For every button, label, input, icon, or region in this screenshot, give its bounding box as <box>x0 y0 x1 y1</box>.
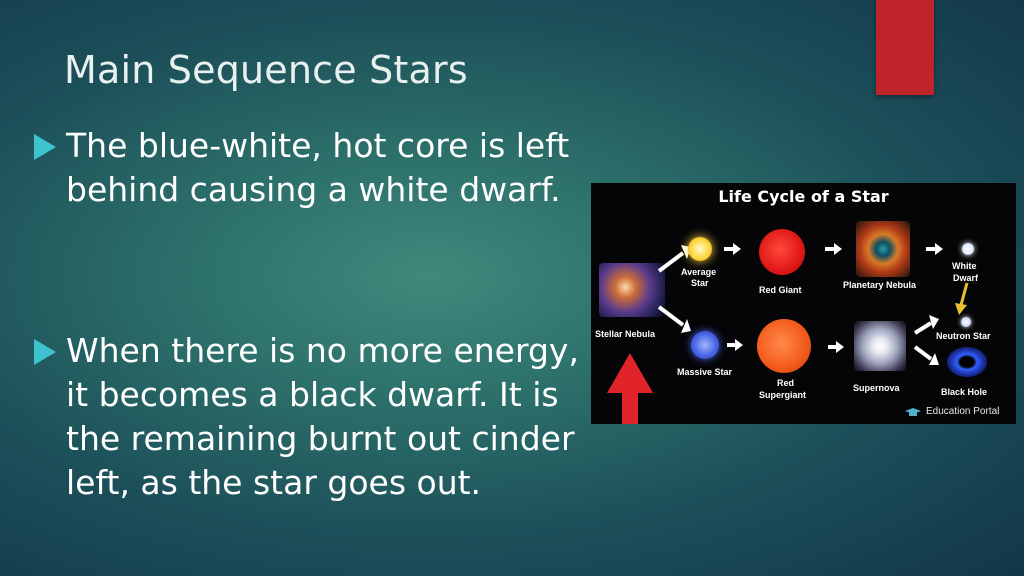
massive-star-image <box>691 331 719 359</box>
label-neutron-star: Neutron Star <box>936 331 991 341</box>
label-average-star: Star <box>691 278 709 288</box>
graduation-cap-icon <box>905 408 921 416</box>
white-dwarf-image <box>962 243 974 255</box>
arrow-icon <box>727 339 743 351</box>
branch-arrows-icon <box>913 315 939 365</box>
label-red-giant: Red Giant <box>759 285 802 295</box>
label-planetary-nebula: Planetary Nebula <box>843 280 917 290</box>
label-credit: Education Portal <box>926 406 1000 417</box>
label-stellar-nebula: Stellar Nebula <box>595 329 656 339</box>
label-supernova: Supernova <box>853 383 900 393</box>
arrow-icon <box>828 341 844 353</box>
stellar-nebula-image <box>599 263 665 317</box>
slide-title: Main Sequence Stars <box>64 48 468 92</box>
bullet-arrow-icon <box>34 134 56 160</box>
arrow-icon <box>926 243 943 255</box>
neutron-star-image <box>961 317 971 327</box>
label-black-hole: Black Hole <box>941 387 988 397</box>
bullet-arrow-icon <box>34 339 56 365</box>
arrow-icon <box>825 243 842 255</box>
bullet-text: The blue-white, hot core is left behind … <box>66 126 570 209</box>
arrow-icon <box>724 243 741 255</box>
red-accent-tab <box>876 0 934 95</box>
diagram-title: Life Cycle of a Star <box>718 187 889 206</box>
label-white-dwarf: Dwarf <box>953 273 979 283</box>
bullet-black-dwarf: When there is no more energy, it becomes… <box>34 329 594 505</box>
bullet-white-dwarf: The blue-white, hot core is left behind … <box>34 124 594 212</box>
label-massive-star: Massive Star <box>677 367 733 377</box>
supernova-image <box>854 321 906 371</box>
average-star-image <box>688 237 712 261</box>
diagonal-arrows-icon <box>657 245 691 333</box>
label-red-supergiant: Supergiant <box>759 390 807 400</box>
bullet-text: When there is no more energy, it becomes… <box>66 331 579 502</box>
label-red-supergiant: Red <box>777 378 795 388</box>
down-arrow-icon <box>955 282 969 315</box>
red-up-arrow-icon <box>607 353 653 424</box>
planetary-nebula-image <box>856 221 910 277</box>
red-giant-image <box>759 229 805 275</box>
label-white-dwarf: White <box>952 261 977 271</box>
life-cycle-diagram: Life Cycle of a Star Stellar Nebula Aver… <box>591 183 1016 424</box>
label-average-star: Average <box>681 267 717 277</box>
black-hole-image <box>947 347 987 377</box>
red-supergiant-image <box>757 319 811 373</box>
